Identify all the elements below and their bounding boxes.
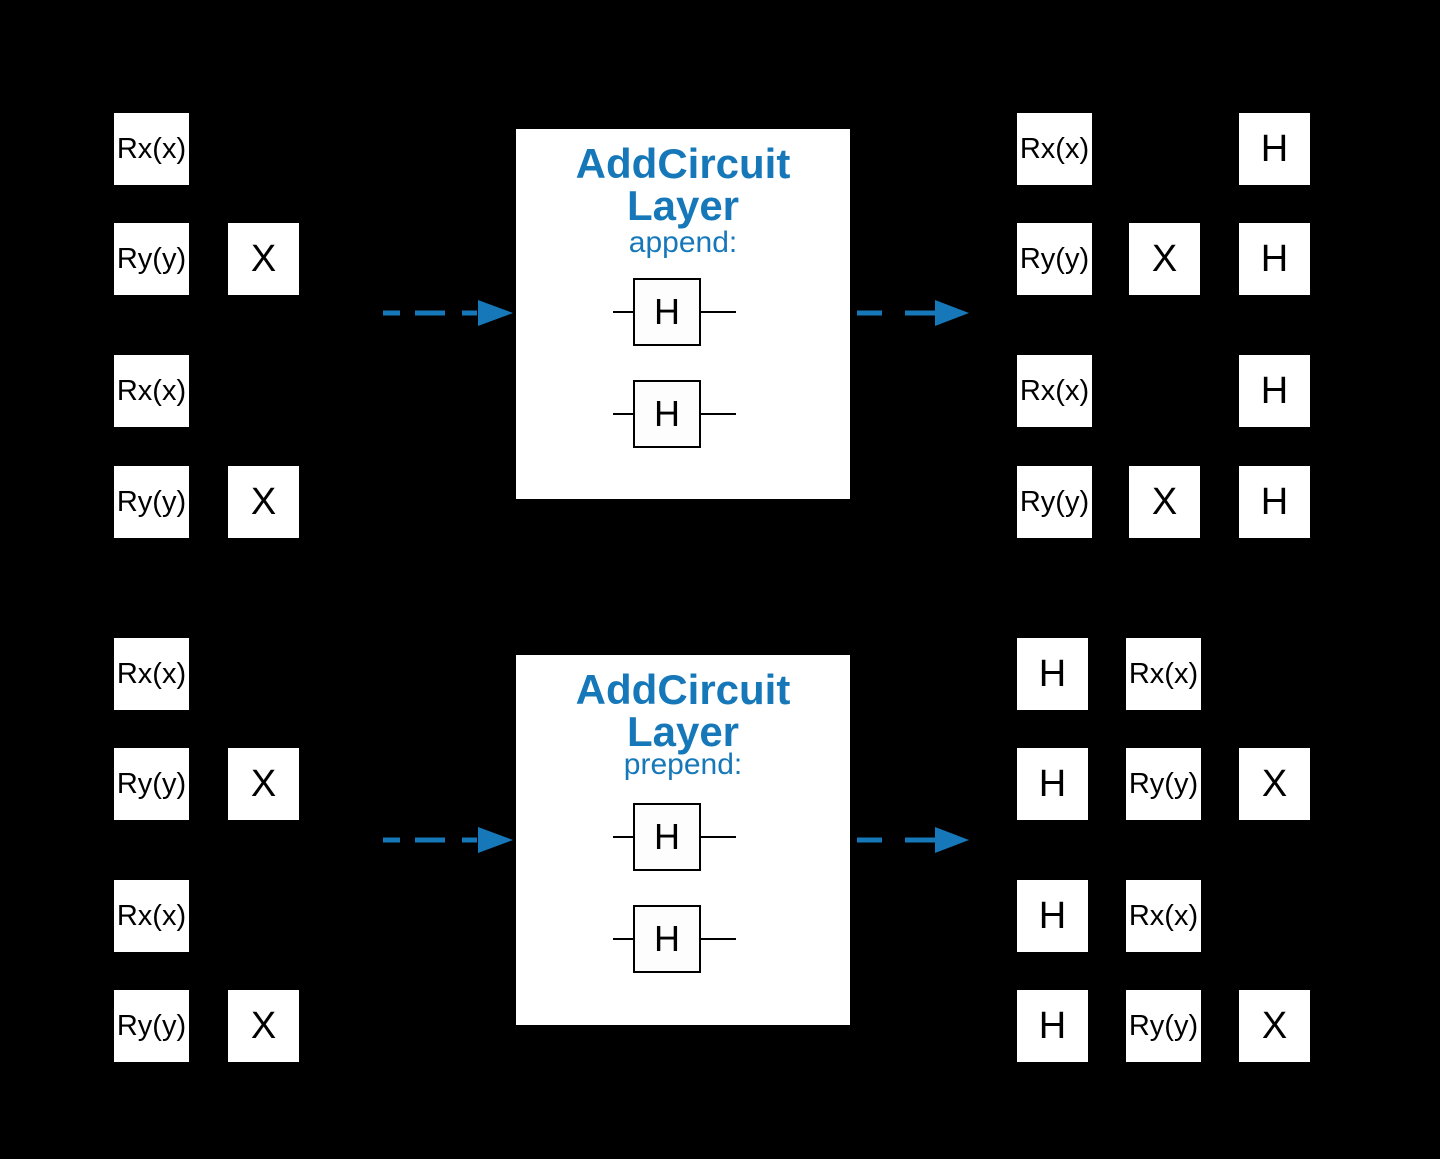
gate-ryy: Ry(y): [114, 466, 189, 538]
gate-rxx: Rx(x): [114, 880, 189, 952]
gate-ryy: Ry(y): [1017, 223, 1092, 295]
gate-h: H: [1017, 880, 1088, 952]
dashed-arrow-right-icon: [857, 827, 969, 853]
layer-mode-label: prepend:: [623, 748, 743, 781]
gate-rxx: Rx(x): [114, 638, 189, 710]
layer-title: AddCircuit Layer: [575, 666, 791, 755]
gate-x: X: [1239, 748, 1310, 820]
gate-h: H: [613, 278, 736, 346]
gate-x: X: [228, 223, 299, 295]
arrow-head: [935, 300, 969, 326]
gate-rxx: Rx(x): [1126, 880, 1201, 952]
gate-x: X: [228, 990, 299, 1062]
gate-rxx: Rx(x): [1126, 638, 1201, 710]
layer-mode-label: append:: [628, 226, 738, 259]
gate-rxx: Rx(x): [1017, 113, 1092, 185]
gate-x: X: [228, 466, 299, 538]
gate-rxx: Rx(x): [114, 355, 189, 427]
gate-ryy: Ry(y): [1126, 990, 1201, 1062]
dashed-arrow-right-icon: [857, 300, 969, 326]
gate-ryy: Ry(y): [114, 748, 189, 820]
gate-h: H: [613, 380, 736, 448]
gate-h: H: [613, 905, 736, 973]
gate-h: H: [1239, 355, 1310, 427]
gate-ryy: Ry(y): [114, 223, 189, 295]
gate-h: H: [1017, 638, 1088, 710]
arrow-head: [935, 827, 969, 853]
gate-h: H: [1239, 113, 1310, 185]
gate-x: X: [228, 748, 299, 820]
gate-x: X: [1129, 466, 1200, 538]
gate-ryy: Ry(y): [1126, 748, 1201, 820]
gate-rxx: Rx(x): [1017, 355, 1092, 427]
gate-rxx: Rx(x): [114, 113, 189, 185]
dashed-arrow-right-icon: [383, 827, 513, 853]
gate-h: H: [613, 803, 736, 871]
gate-ryy: Ry(y): [114, 990, 189, 1062]
gate-x: X: [1239, 990, 1310, 1062]
gate-h: H: [1239, 223, 1310, 295]
arrow-head: [478, 827, 513, 853]
addcircuit-layer-box-append: AddCircuit Layer append: H H: [516, 129, 850, 499]
gate-ryy: Ry(y): [1017, 466, 1092, 538]
gate-x: X: [1129, 223, 1200, 295]
gate-h: H: [1017, 990, 1088, 1062]
gate-h: H: [1239, 466, 1310, 538]
addcircuit-layer-box-prepend: AddCircuit Layer prepend: H H: [516, 655, 850, 1025]
dashed-arrow-right-icon: [383, 300, 513, 326]
gate-h: H: [1017, 748, 1088, 820]
arrow-head: [478, 300, 513, 326]
layer-title: AddCircuit Layer: [575, 140, 791, 229]
